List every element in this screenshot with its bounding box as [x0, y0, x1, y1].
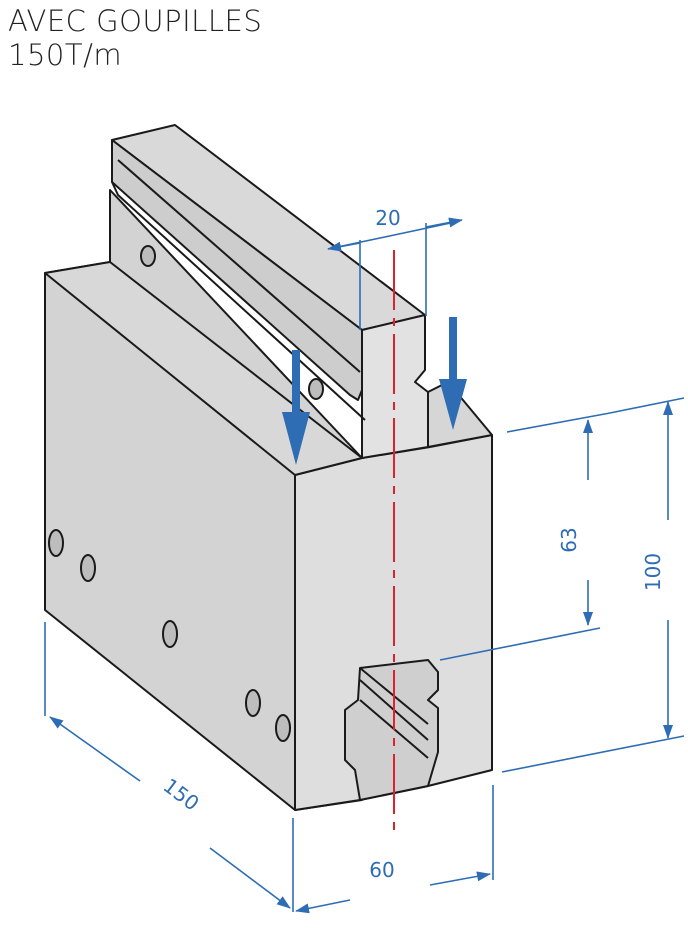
pin-hole	[308, 378, 324, 400]
pin-hole	[245, 689, 261, 717]
die-body	[44, 124, 493, 811]
pin-hole	[48, 529, 64, 557]
dim-length: 150	[159, 773, 204, 815]
dim-width: 60	[369, 858, 394, 882]
title: AVEC GOUPILLES	[8, 4, 263, 38]
rib-groove	[111, 181, 366, 421]
pin-hole	[162, 620, 178, 648]
front-slot	[344, 659, 439, 801]
dim-slot-width: 20	[375, 206, 400, 230]
force-arrows	[282, 317, 467, 465]
force-arrow-right	[439, 317, 467, 430]
pin-hole	[275, 714, 291, 742]
force-arrow-left	[282, 350, 310, 465]
title-block: AVEC GOUPILLES 150T/m	[8, 4, 262, 72]
pin-holes	[48, 245, 324, 742]
rib-groove-2	[117, 159, 361, 373]
dimension-lines	[44, 217, 685, 914]
dim-height: 100	[641, 553, 665, 591]
dim-depth: 63	[557, 527, 581, 552]
pin-hole	[80, 554, 96, 582]
subtitle: 150T/m	[8, 38, 123, 72]
pin-hole	[140, 245, 156, 267]
